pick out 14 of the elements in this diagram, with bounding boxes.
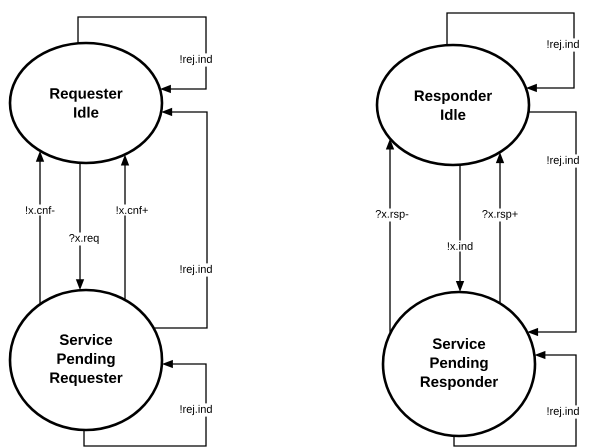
- edge-label: !rej.ind: [545, 38, 582, 52]
- edge-label: !x.cnf+: [114, 204, 150, 216]
- edge-label: !rej.ind: [178, 53, 214, 67]
- arrow: [446, 12, 575, 92]
- edge-label: !rej.ind: [178, 403, 214, 417]
- arrow: [77, 16, 207, 94]
- edge-label: !rej.ind: [178, 263, 214, 277]
- edge-label: !rej.ind: [545, 405, 582, 419]
- edge-label: ?x.rsp-: [374, 208, 410, 222]
- edge-label: !x.cnf-: [24, 204, 56, 216]
- edge-label: ?x.req: [67, 232, 101, 246]
- edge-label: ?x.rsp+: [480, 208, 520, 222]
- edge-label: !rej.ind: [545, 154, 582, 168]
- edge-label: !x.ind: [445, 240, 475, 252]
